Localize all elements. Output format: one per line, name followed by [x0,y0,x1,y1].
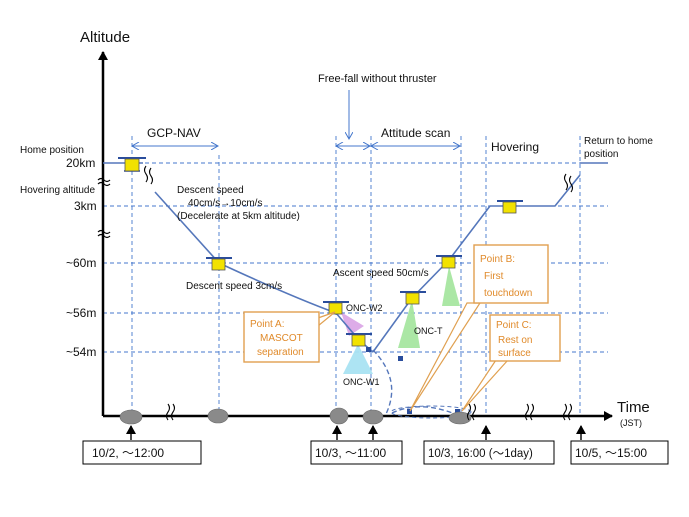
marker-square-2 [398,356,403,361]
trajectory-break-marks [143,165,574,193]
point-b-title: Point B: [480,254,515,265]
spacecraft-icon-home [118,157,146,172]
rock-icon [329,407,349,425]
spacecraft-icon-54m [346,333,372,347]
spacecraft-icon-ascent-1 [400,291,426,305]
callout-point-a: Point A: MASCOT separation [243,311,320,363]
rock-icon [362,409,384,425]
point-c-title: Point C: [496,320,532,331]
time-label-4: 10/5, ～15:00 [570,440,669,465]
point-a-line2: separation [257,347,304,358]
descent-speed-3cm: Descent speed 3cm/s [186,281,282,292]
altitude-56m: ~56m [66,306,96,320]
spacecraft-icon-56m [323,301,349,315]
onc-w1-view-cone [343,344,373,374]
y-axis-title: Altitude [80,29,130,46]
point-b-line2: touchdown [484,288,532,299]
point-c-line2: surface [498,348,531,359]
time-label-3: 10/3, 16:00 (～1day) [423,440,555,465]
time-label-3-text: 10/3, 16:00 (～1day) [428,448,533,460]
point-a-line1: MASCOT [260,333,303,344]
time-label-2-text: 10/3, ～11:00 [315,446,386,460]
touchdown-dashed-area [390,405,472,419]
rock-icon [119,409,143,425]
freefall-label: Free-fall without thruster [318,73,437,85]
ascent-speed: Ascent speed 50cm/s [333,268,429,279]
time-label-2: 10/3, ～11:00 [310,440,403,465]
spacecraft-icon-60m [206,257,232,271]
axis-break-marks [97,177,111,239]
altitude-60m: ~60m [66,256,96,270]
point-b-line1: First [484,271,504,282]
hovering-altitude-label: Hovering altitude [20,185,95,196]
onc-t-view-cone [398,300,420,348]
onc-w2-label: ONC-W2 [346,303,383,313]
descent-speed-values: 40cm/s→10cm/s [188,198,262,209]
point-c-line1: Rest on [498,335,532,346]
marker-square-1 [366,347,371,352]
marker-square-4 [455,409,460,414]
altitude-3km: 3km [74,199,97,213]
x-axis-unit: (JST) [620,418,642,428]
point-a-title: Point A: [250,319,284,330]
spacecraft-icon-hovering [497,200,523,214]
gcp-nav-label: GCP-NAV [147,126,201,140]
x-axis-break-marks [165,403,573,421]
onc-t-view-cone-2 [442,266,460,306]
onc-t-label: ONC-T [414,326,443,336]
attitude-scan-label: Attitude scan [381,126,450,140]
descent-speed-title: Descent speed [177,185,244,196]
altitude-20km: 20km [66,156,95,170]
return-home-label-2: position [584,149,618,160]
free-fall-dashed-path [372,349,456,415]
descent-speed-note: (Decelerate at 5km altitude) [177,211,300,222]
altitude-54m: ~54m [66,345,96,359]
onc-w2-view-cone [341,312,364,336]
time-pointer-arrows [126,425,586,440]
callout-point-c: Point C: Rest on surface [489,314,561,362]
rock-icon [448,411,472,425]
home-position-label: Home position [20,145,84,156]
spacecraft-icon-ascent-2 [436,255,462,269]
x-axis-title: Time [617,399,650,416]
ground-rocks [119,407,472,425]
rock-icon [207,408,229,424]
marker-square-3 [407,409,412,414]
time-label-1-text: 10/2, ～12:00 [92,446,164,460]
onc-w1-label: ONC-W1 [343,377,380,387]
time-label-4-text: 10/5, ～15:00 [575,446,647,460]
time-label-1: 10/2, ～12:00 [82,440,202,465]
hovering-label: Hovering [491,140,539,154]
callout-point-b: Point B: First touchdown [473,244,549,304]
return-home-label-1: Return to home [584,136,653,147]
